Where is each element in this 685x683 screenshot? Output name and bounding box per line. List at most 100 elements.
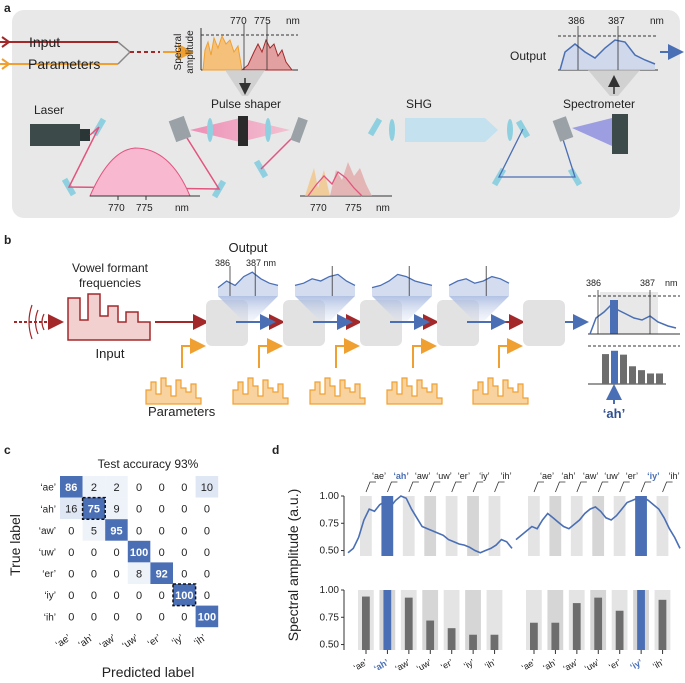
parameter-arrow: [412, 338, 437, 368]
matrix-value: 0: [136, 590, 142, 602]
label-leader: [387, 481, 398, 493]
bar-category-label: ‘iy’: [462, 657, 476, 671]
panel-letter-a: a: [4, 1, 11, 15]
grating-1: [168, 115, 192, 143]
matrix-value: 0: [68, 590, 74, 602]
matrix-cell: [195, 540, 219, 563]
spectrometer-beam: [572, 118, 612, 146]
readout-bars: [602, 350, 663, 384]
layer-output-spectrum: [371, 273, 433, 289]
spectrum-band: [467, 496, 479, 556]
col-label: ‘iy’: [170, 633, 186, 649]
spectrum-line: [347, 495, 513, 554]
y-tick-label: 0.75: [320, 612, 340, 623]
matrix-cell: [105, 540, 128, 563]
matrix-cell: [173, 605, 196, 628]
bar-band: [422, 590, 439, 650]
matrix-cell: [105, 605, 128, 628]
vowel-input-signal: [67, 293, 151, 341]
layer-chain: [145, 266, 589, 405]
matrix-cell: [60, 562, 83, 584]
bar-band: [443, 590, 460, 650]
matrix-value: 95: [110, 525, 122, 537]
spectrum-class-label: ‘er’: [626, 471, 638, 481]
col-label: ‘er’: [146, 633, 164, 650]
output-label: Output: [510, 49, 547, 63]
output-spectrum-line: [559, 39, 656, 71]
matrix-cell: [150, 476, 173, 498]
matrix-cell: [150, 562, 173, 584]
lens-2: [265, 118, 271, 142]
input-label-b: Input: [96, 346, 125, 361]
b-tick-386: 386: [215, 258, 230, 268]
highlight-box: [81, 496, 106, 520]
matrix-value: 2: [91, 482, 97, 494]
matrix-value: 0: [68, 612, 74, 624]
parameter-arrow: [335, 338, 360, 368]
inset-label-775: 775: [254, 16, 271, 27]
parameter-waveform: [232, 377, 289, 405]
matrix-cell: [127, 497, 151, 520]
laser-label: Laser: [34, 103, 64, 117]
readout-bar: [611, 350, 618, 384]
readout-bar: [602, 354, 609, 384]
parameters-label-b: Parameters: [148, 404, 216, 419]
vowel-title-1: Vowel formant: [72, 261, 149, 275]
matrix-value: 9: [113, 504, 119, 516]
spectrum-band: [549, 496, 562, 556]
shaped-label-770: 770: [310, 203, 327, 214]
readout-bar: [656, 373, 663, 384]
bar-band: [526, 590, 542, 650]
optical-layer: [523, 300, 565, 346]
class-bar: [362, 596, 370, 650]
matrix-value: 0: [68, 547, 74, 559]
parameters-chevron-icon: [1, 58, 11, 70]
layer-output-fill: [372, 274, 432, 296]
bar-category-label: ‘ah’: [541, 657, 558, 673]
matrix-cell: [127, 562, 151, 584]
output-label-b: Output: [228, 240, 267, 255]
spectrum-class-label: ‘aw’: [583, 471, 599, 481]
matrix-value: 0: [91, 569, 97, 581]
b-tick-387nm: 387 nm: [246, 258, 276, 268]
matrix-value: 86: [65, 482, 77, 494]
matrix-cell: [60, 497, 83, 520]
readout-bar: [647, 373, 654, 384]
spectrum-class-label: ‘iy’: [479, 471, 490, 481]
layer-output-fill: [295, 274, 355, 296]
bar-category-label: ‘ah’: [372, 657, 390, 673]
col-label: ‘aw’: [98, 633, 118, 652]
output-label-387: 387: [608, 16, 625, 27]
matrix-value: 0: [159, 612, 165, 624]
spectrum-class-label: ‘ah’: [393, 471, 409, 481]
bar-band: [486, 590, 503, 650]
matrix-cell: [60, 605, 83, 628]
spectrum-band: [445, 496, 458, 556]
panel-a-background: [12, 10, 680, 218]
shg-lens-1: [389, 119, 395, 141]
matrix-value: 0: [204, 525, 210, 537]
b-right-unit: nm: [665, 278, 678, 288]
laser-label-nm: nm: [175, 203, 189, 214]
col-label: ‘ae’: [54, 633, 73, 651]
matrix-cell: [105, 476, 128, 498]
matrix-value: 0: [181, 612, 187, 624]
spatial-light-modulator: [238, 116, 248, 146]
matrix-cell: [60, 476, 83, 498]
shg-label: SHG: [406, 97, 432, 111]
grating-2: [290, 117, 308, 143]
confusion-xlabel: Predicted label: [102, 664, 195, 680]
layer-output-spectrum: [448, 275, 510, 286]
row-label: ‘iy’: [44, 591, 56, 602]
layer-output-funnel: [372, 296, 432, 322]
matrix-value: 0: [113, 569, 119, 581]
class-bar: [469, 634, 477, 650]
highlight-box: [172, 583, 197, 607]
matrix-cell: [195, 497, 219, 520]
spectrum-band: [592, 496, 605, 556]
output-label-386: 386: [568, 16, 585, 27]
spectrum-class-label: ‘ih’: [669, 471, 680, 481]
bar-category-label: ‘uw’: [415, 657, 433, 673]
bar-band: [547, 590, 564, 650]
layer-output-fill: [449, 276, 509, 296]
